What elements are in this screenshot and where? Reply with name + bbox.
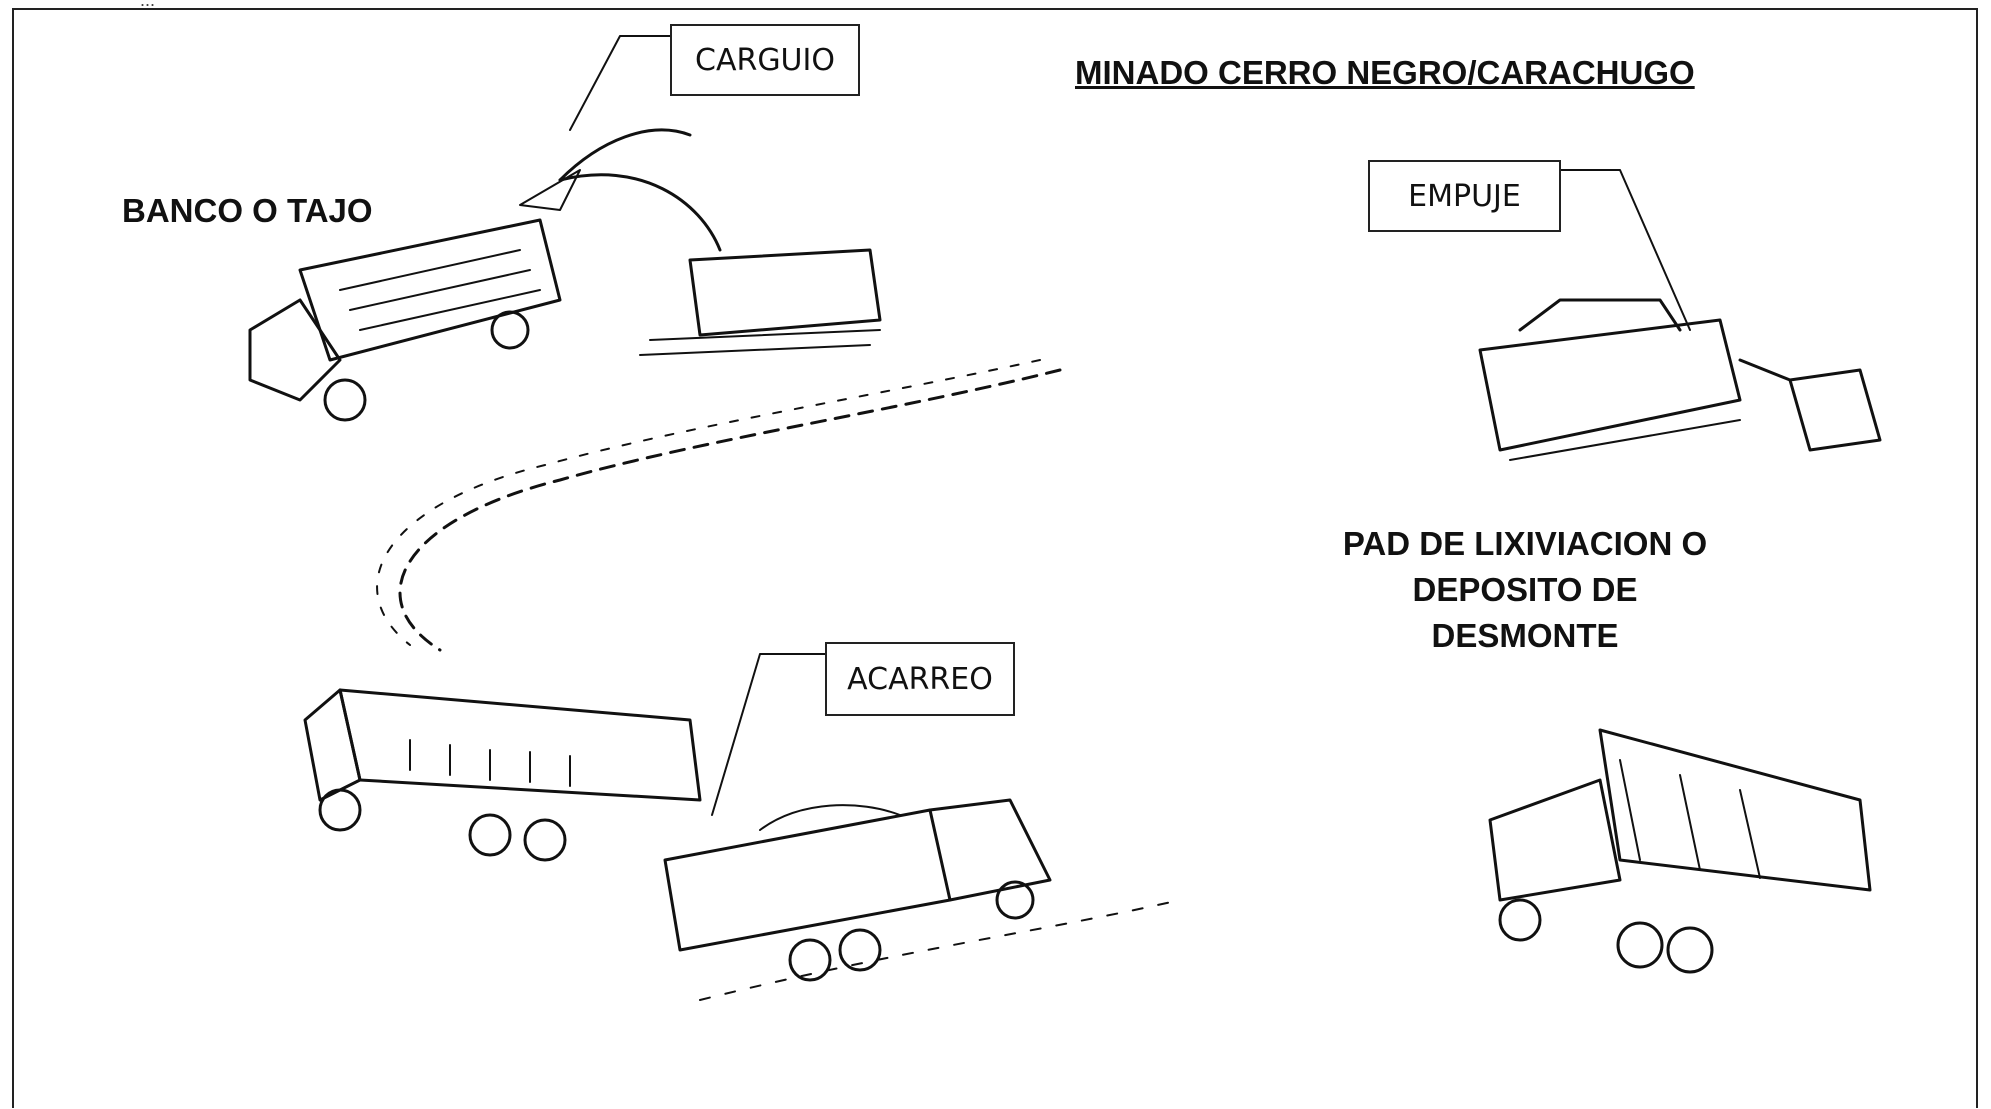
hauling-truck-loaded-sketch [663,798,1052,982]
pad-label: PAD DE LIXIVIACION O DEPOSITO DE DESMONT… [1300,521,1750,659]
cropped-caption: ... [140,0,156,10]
pad-label-line-1: PAD DE LIXIVIACION O [1342,525,1708,562]
carguio-leader-line [569,35,671,131]
excavator-sketch [519,128,882,356]
diagram-title: MINADO CERRO NEGRO/CARACHUGO [1075,54,1695,91]
haul-road [376,359,1181,1001]
bench-truck-sketch [248,218,562,422]
bench-label: BANCO O TAJO [122,192,373,229]
empuje-callout: EMPUJE [1368,160,1561,232]
empuje-leader-line [1559,169,1691,331]
dozer-sketch [1478,298,1882,461]
acarreo-callout: ACARREO [825,642,1015,716]
hauling-truck-empty-sketch [303,688,702,862]
diagram-frame [12,8,1978,1108]
dump-truck-at-pad-sketch [1488,728,1872,974]
acarreo-leader-line [711,653,826,816]
carguio-callout: CARGUIO [670,24,860,96]
pad-label-line-3: DESMONTE [1431,617,1619,654]
pad-label-line-2: DEPOSITO DE [1412,571,1638,608]
